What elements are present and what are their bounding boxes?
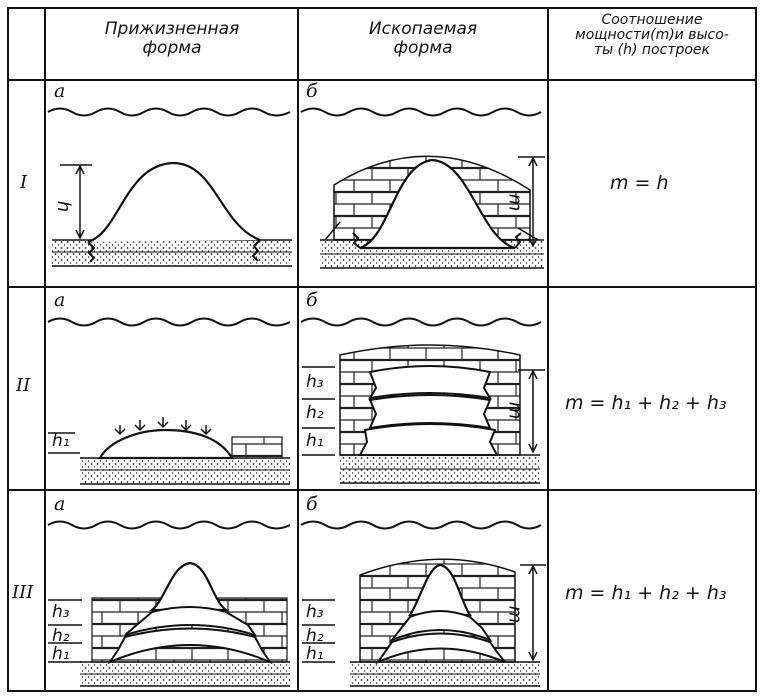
header-ratio-line3: ты (h) построек bbox=[550, 43, 754, 58]
row3-a-h2-label: h₂ bbox=[52, 626, 70, 646]
row2-panel-a-letter: а bbox=[54, 289, 65, 311]
header-fossil-form-line2: форма bbox=[300, 39, 546, 58]
header-life-form: Прижизненная форма bbox=[48, 20, 296, 58]
row2-b-h2-label: h₂ bbox=[306, 403, 324, 423]
row1-panel-b bbox=[301, 109, 545, 269]
row3-formula: m = h₁ + h₂ + h₃ bbox=[565, 582, 726, 604]
row-label-1: I bbox=[20, 172, 27, 193]
header-ratio-line1: Соотношение bbox=[550, 13, 754, 28]
row3-b-m-label: m bbox=[504, 606, 525, 624]
row3-a-h1-label: h₁ bbox=[52, 644, 70, 664]
row1-b-m-label: m bbox=[504, 194, 525, 212]
row2-panel-a bbox=[48, 319, 290, 485]
header-fossil-form-line1: Ископаемая bbox=[300, 20, 546, 39]
row1-panel-a bbox=[48, 109, 292, 267]
row2-b-h1-label: h₁ bbox=[306, 431, 324, 451]
row3-b-h2-label: h₂ bbox=[306, 626, 324, 646]
header-life-form-line1: Прижизненная bbox=[48, 20, 296, 39]
header-ratio-line2: мощности(m)и высо- bbox=[550, 28, 754, 43]
row3-panel-a bbox=[48, 522, 290, 687]
row2-b-m-label: m bbox=[504, 402, 525, 420]
row1-a-h-label: h bbox=[53, 201, 74, 212]
row3-panel-b-letter: б bbox=[306, 493, 318, 515]
row2-a-h1-label: h₁ bbox=[52, 431, 70, 451]
row-label-3: III bbox=[12, 582, 33, 603]
row1-panel-b-letter: б bbox=[306, 80, 318, 102]
row3-panel-b bbox=[301, 522, 546, 687]
row2-formula: m = h₁ + h₂ + h₃ bbox=[565, 392, 726, 414]
header-fossil-form: Ископаемая форма bbox=[300, 20, 546, 58]
row-label-2: II bbox=[16, 375, 30, 396]
row3-b-h3-label: h₃ bbox=[306, 602, 324, 622]
row3-panel-a-letter: а bbox=[54, 493, 65, 515]
row3-a-h3-label: h₃ bbox=[52, 602, 70, 622]
row2-b-h3-label: h₃ bbox=[306, 372, 324, 392]
row3-b-h1-label: h₁ bbox=[306, 644, 324, 664]
header-life-form-line2: форма bbox=[48, 39, 296, 58]
row1-panel-a-letter: а bbox=[54, 80, 65, 102]
row1-formula: m = h bbox=[610, 172, 669, 194]
row2-panel-b-letter: б bbox=[306, 289, 318, 311]
header-ratio: Соотношение мощности(m)и высо- ты (h) по… bbox=[550, 13, 754, 58]
